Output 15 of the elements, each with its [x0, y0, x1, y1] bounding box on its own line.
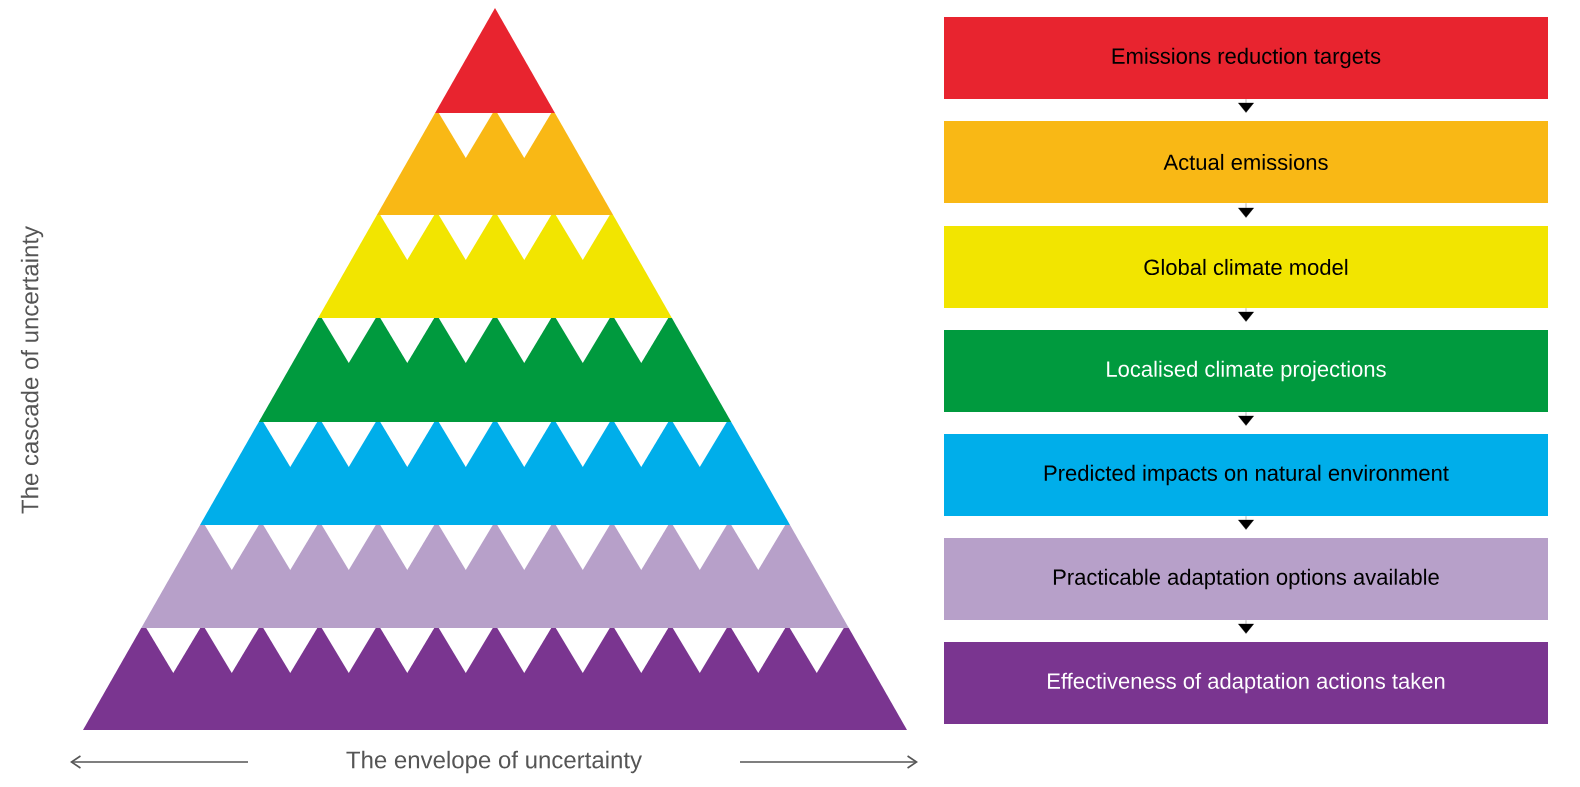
process-box: Localised climate projections: [944, 330, 1548, 412]
arrow: [1238, 203, 1254, 218]
arrow: [1238, 308, 1254, 322]
arrow: [1238, 516, 1254, 530]
axis-label: The envelope of uncertainty: [346, 750, 642, 774]
process-box: Global climate model: [944, 226, 1548, 308]
axis-label: The cascade of uncertainty: [20, 226, 44, 514]
process-box: Actual emissions: [944, 121, 1548, 203]
process-box: Emissions reduction targets: [944, 17, 1548, 99]
process-box: Effectiveness of adaptation actions taken: [944, 642, 1548, 724]
arrow: [1238, 99, 1254, 113]
arrow: [1238, 412, 1254, 426]
process-box: Predicted impacts on natural environment: [944, 434, 1548, 516]
process-box: Practicable adaptation options available: [944, 538, 1548, 620]
arrow: [1238, 620, 1254, 634]
